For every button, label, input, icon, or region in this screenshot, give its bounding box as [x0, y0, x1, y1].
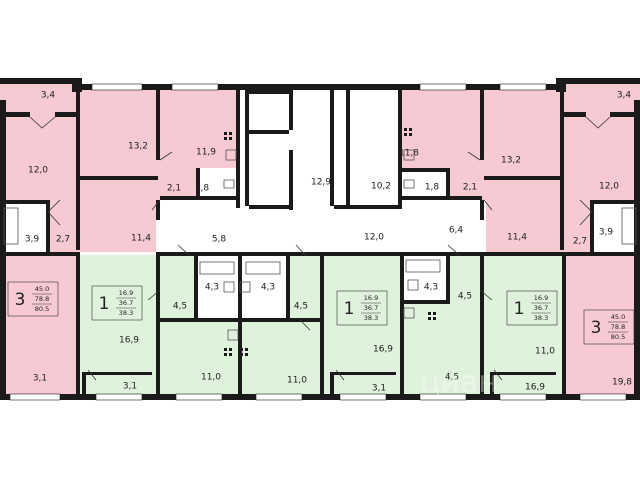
- area-label: 4,5: [445, 373, 459, 383]
- area-label: 11,4: [507, 233, 527, 243]
- apartment-area-a: 16.9: [364, 294, 378, 302]
- area-label: 4,5: [458, 292, 472, 302]
- area-label: 13,2: [501, 156, 521, 166]
- bathrooms: [0, 168, 640, 310]
- apartment-area-b: 36.7: [534, 304, 548, 312]
- apartment-badge: 3 45.0 78.8 80.5: [583, 309, 635, 345]
- area-label: 3,1: [33, 374, 47, 384]
- apartment-area-c: 38.3: [364, 314, 378, 322]
- apartment-area-c: 38.3: [119, 309, 133, 317]
- fixtures: [3, 149, 637, 341]
- room-count: 3: [591, 318, 602, 338]
- apartment-badge-frame: [506, 290, 558, 326]
- apartment-badge: 1 16.9 36.7 38.3: [336, 290, 388, 326]
- room-count: 1: [99, 294, 110, 314]
- area-label: 10,2: [371, 182, 391, 192]
- area-label: 11,0: [535, 347, 555, 357]
- apartment-badge-frame: [336, 290, 388, 326]
- area-label: 16,9: [373, 345, 393, 355]
- area-label: 2,1: [167, 184, 181, 194]
- area-label: 11,0: [201, 373, 221, 383]
- area-label: 4,5: [173, 302, 187, 312]
- room-count: 3: [15, 290, 26, 310]
- area-label: 13,2: [128, 142, 148, 152]
- area-label: 11,4: [131, 234, 151, 244]
- corridor: [156, 88, 486, 255]
- area-label: 3,4: [41, 91, 56, 101]
- area-label: 1,8: [425, 183, 440, 193]
- area-label: 11,9: [196, 148, 216, 158]
- apartment-area-a: 16.9: [534, 294, 548, 302]
- area-label: 12,9: [311, 178, 331, 188]
- area-label: 2,1: [463, 183, 477, 193]
- apartment-area-b: 36.7: [119, 299, 133, 307]
- apartment-badge-frame: [91, 285, 143, 321]
- apartment-badge: 1 16.9 36.7 38.3: [91, 285, 143, 321]
- area-label: 16,9: [119, 336, 139, 346]
- apartment-area-b: 36.7: [364, 304, 378, 312]
- apartment-area-c: 38.3: [534, 314, 548, 322]
- apartment-area-b: 78.8: [611, 323, 625, 331]
- area-label: 4,3: [424, 283, 438, 293]
- area-label: 11,0: [287, 376, 307, 386]
- walls: [0, 78, 640, 400]
- area-label: 2,7: [56, 235, 70, 245]
- area-label: 12,0: [364, 233, 384, 243]
- watermark: циан: [420, 365, 498, 400]
- apartment-badge: 1 16.9 36.7 38.3: [506, 290, 558, 326]
- room-count: 1: [514, 299, 525, 319]
- area-label: 3,9: [599, 228, 614, 238]
- apartment-badge: 3 45.0 78.8 80.5: [7, 281, 59, 317]
- area-label: 4,3: [205, 283, 219, 293]
- area-label: 6,4: [449, 226, 464, 236]
- area-label: 11,8: [399, 149, 419, 159]
- area-label: 12,0: [28, 166, 48, 176]
- stoves: [224, 128, 436, 356]
- apartment-area-a: 45.0: [611, 313, 625, 321]
- door-swings: [29, 116, 611, 381]
- area-label: 4,5: [294, 302, 308, 312]
- apartment-badge-frame: [583, 309, 635, 345]
- area-label: 19,8: [612, 378, 632, 388]
- area-label: 3,1: [123, 382, 137, 392]
- apartment-area-c: 80.5: [611, 333, 625, 341]
- area-labels: 3,4 12,0 3,9 2,7 13,2 11,9 2,1 1,8 11,4 5,8 12,9 10…: [25, 91, 632, 394]
- area-label: 16,9: [525, 383, 545, 393]
- area-label: 1,8: [195, 184, 210, 194]
- area-label: 12,0: [599, 182, 619, 192]
- area-label: 4,3: [261, 283, 275, 293]
- area-label: 3,4: [617, 91, 632, 101]
- area-label: 2,7: [573, 237, 587, 247]
- apartment-area-c: 80.5: [35, 305, 49, 313]
- area-label: 3,1: [372, 384, 386, 394]
- apartment-area-a: 45.0: [35, 285, 49, 293]
- apartment-badge-frame: [7, 281, 59, 317]
- room-count: 1: [344, 299, 355, 319]
- apartment-area-a: 16.9: [119, 289, 133, 297]
- area-label: 3,9: [25, 235, 40, 245]
- area-label: 5,8: [212, 235, 227, 245]
- apartment-area-b: 78.8: [35, 295, 49, 303]
- windows: [9, 83, 627, 401]
